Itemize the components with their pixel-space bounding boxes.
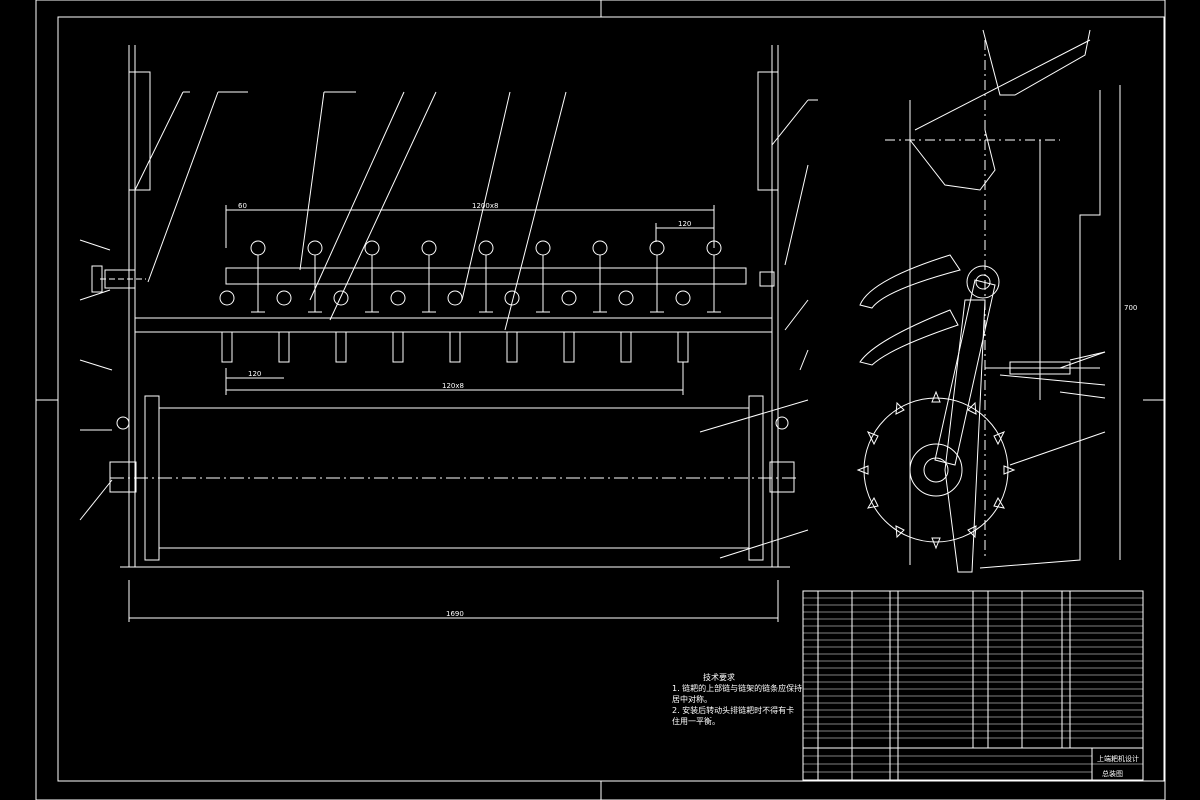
tech-req-title: 技术要求 <box>703 672 735 682</box>
toothed-wheel <box>856 390 1016 550</box>
tech-req-line-4: 住用一平衡。 <box>672 716 720 726</box>
dim-lower-pitch: 120 <box>248 370 261 378</box>
tech-req-line-1: 1. 链耙的上部链与链架的链条应保持 <box>672 683 802 693</box>
drum <box>109 395 800 561</box>
top-tine-row <box>250 240 722 313</box>
dim-side-height: 700 <box>1124 304 1137 312</box>
tech-req-line-3: 2. 安装后转动头排链耙时不得有卡 <box>672 705 794 715</box>
bom-rows <box>803 597 1143 773</box>
drawing-subtitle: 总装图 <box>1102 769 1123 778</box>
dim-top-span: 1200x8 <box>472 202 498 210</box>
dim-lower-span: 120x8 <box>442 382 464 390</box>
dim-overall-width: 1690 <box>446 610 464 618</box>
inner-frame <box>57 16 1165 782</box>
tech-req-line-2: 居中对称。 <box>672 694 712 704</box>
bom-table <box>802 590 1144 781</box>
side-view <box>856 29 1121 573</box>
front-view <box>79 45 818 622</box>
outer-frame <box>35 0 1166 800</box>
lower-tine-row <box>219 290 691 363</box>
dim-top-pitch-left: 60 <box>238 202 247 210</box>
drawing-title: 上端耙机设计 <box>1097 754 1139 763</box>
dim-top-pitch-right: 120 <box>678 220 691 228</box>
